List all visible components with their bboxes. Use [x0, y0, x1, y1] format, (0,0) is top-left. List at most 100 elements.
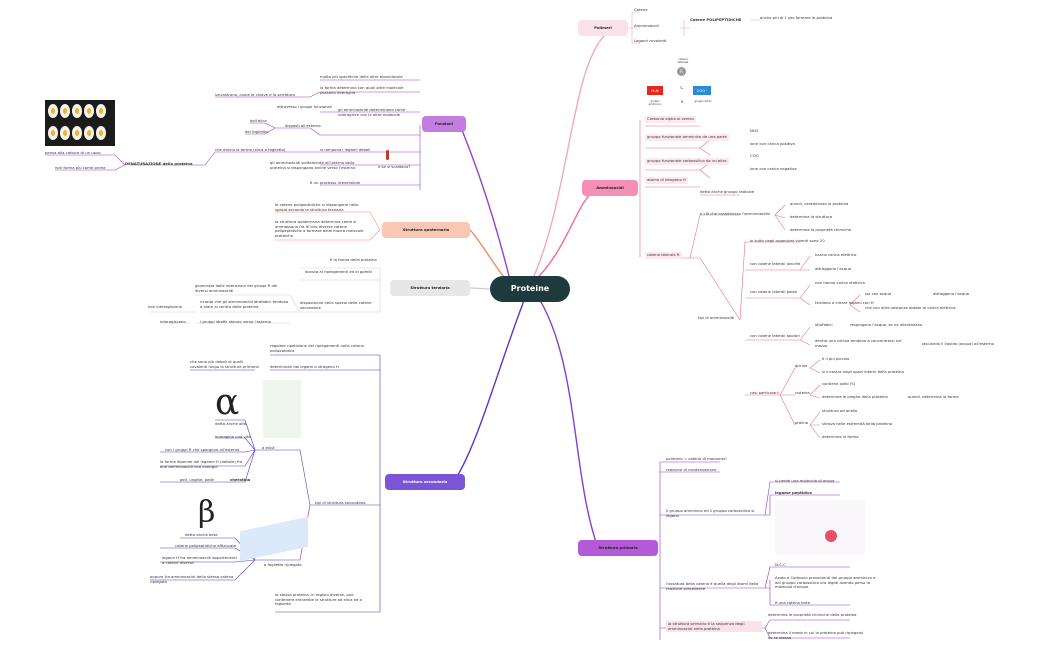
- prim-peptidico[interactable]: legame peptidico: [775, 491, 813, 495]
- sec-affiancate[interactable]: catene polipeptidiche affiancate: [175, 544, 237, 548]
- aa-ci2[interactable]: determina le pieghe della proteina: [822, 395, 888, 399]
- sec-deboli[interactable]: che sono più deboli di quelli covalenti …: [190, 360, 259, 369]
- branch-terziaria[interactable]: Struttura terziaria: [390, 280, 470, 296]
- sec-vite[interactable]: immagina una vite: [215, 435, 251, 439]
- aa-venti[interactable]: in tutto negli organismi viventi sono 20: [750, 239, 825, 243]
- fun-f13[interactable]: e se si scaldano?: [378, 165, 411, 169]
- sec-regolare[interactable]: regolare ripetizione dei ripiegamenti ne…: [270, 344, 364, 353]
- aa-ci1[interactable]: contiene zolfo (S): [822, 382, 856, 386]
- prim-perde[interactable]: si perde una molecola di acqua: [775, 479, 835, 483]
- aa-nh3-ion[interactable]: ione con carica positiva: [750, 142, 795, 146]
- aa-glicina[interactable]: glicina: [795, 364, 808, 368]
- fun-f8[interactable]: disposti all'esterno: [285, 124, 321, 128]
- sec-foglietto[interactable]: a foglietto ripiegato: [264, 563, 302, 567]
- polimeri-catene-polipeptidiche[interactable]: Catene POLIPEPTIDICHE: [690, 18, 742, 22]
- aa-altre[interactable]: che con altre sostanze dotate di carica …: [865, 306, 956, 310]
- fun-f1[interactable]: molto più specifiche delle altre biomole…: [320, 75, 403, 79]
- aa-ap2b[interactable]: lasciando il liquido (acqua) all'esterno: [922, 342, 994, 346]
- aa-carbonio[interactable]: Carbonio alpha al centro: [645, 116, 696, 123]
- sec-determinati[interactable]: determinati dai legami a idrogeno H: [270, 365, 339, 369]
- polimeri-legami[interactable]: Legami covalenti: [634, 39, 667, 43]
- aa-ap1b[interactable]: respingono l'acqua, se ne allontanano: [850, 323, 923, 327]
- branch-quaternaria[interactable]: Struttura quaternaria: [382, 222, 470, 238]
- fun-denat[interactable]: DENATURAZIONE della proteina: [125, 162, 193, 166]
- polimeri-amminoacidi[interactable]: Amminoacidi: [634, 24, 659, 28]
- branch-funzioni[interactable]: Funzioni: [422, 116, 466, 132]
- sec-sporgono[interactable]: con i gruppi R che sporgono all'esterno: [165, 448, 240, 452]
- aa-ion2[interactable]: attraggono l'acqua: [815, 267, 851, 271]
- aa-cisteina[interactable]: cisteina: [795, 391, 810, 395]
- sec-oppure[interactable]: oppure fra amminoacidi della stessa cate…: [150, 575, 234, 584]
- prim-sequenza[interactable]: la struttura primaria è la sequenza degl…: [666, 621, 762, 633]
- fun-f10[interactable]: si rompono i legami deboli: [320, 148, 371, 152]
- fun-f3[interactable]: sincastrano, come la chiave e la serratu…: [215, 93, 295, 97]
- branch-secondaria[interactable]: Struttura secondaria: [385, 474, 465, 490]
- aa-idrogeno[interactable]: atomo di idrogeno H: [645, 177, 688, 184]
- aa-prolina[interactable]: prolina: [795, 421, 809, 425]
- fun-f5[interactable]: attraverso i gruppi funzionali: [277, 105, 332, 109]
- prim-seq2[interactable]: determina il modo in cui la proteina può…: [768, 631, 864, 640]
- ter-int[interactable]: interagiscono: [160, 320, 186, 324]
- aa-coo[interactable]: COO: [750, 154, 759, 158]
- aa-struttura[interactable]: determina la struttura: [790, 215, 833, 219]
- aa-pr3[interactable]: determina la forma: [822, 435, 859, 439]
- prim-azoto[interactable]: Azoto e Carbonio provenienti dal gruppo …: [775, 576, 876, 590]
- aa-radicale[interactable]: detta anche gruppo radicale: [700, 190, 754, 194]
- sec-alpha-name[interactable]: detta anche alfa: [215, 422, 247, 426]
- aa-ion1[interactable]: hanno carica elettrica: [815, 253, 857, 257]
- prim-forte[interactable]: è una catena forte: [775, 601, 811, 605]
- ter-governata[interactable]: governata dalle interazioni dei gruppi R…: [195, 284, 278, 293]
- aa-nh3[interactable]: NH3: [750, 129, 759, 133]
- prim-seq1[interactable]: determina le proprietà chimiche della pr…: [768, 613, 857, 617]
- aa-pr1[interactable]: struttura ad anello: [822, 409, 858, 413]
- aa-ap1[interactable]: idrofobici: [815, 323, 833, 327]
- ter-forma[interactable]: è la forma della proteina: [330, 258, 377, 262]
- sec-cheratina[interactable]: cheratina: [230, 478, 251, 482]
- branch-amminoacidi[interactable]: Amminoacidi: [582, 180, 638, 196]
- aa-pol2[interactable]: tendono a creare legami con H: [815, 301, 874, 305]
- fun-f6[interactable]: dell'elica: [250, 119, 267, 123]
- aa-casi[interactable]: casi particolari:: [750, 391, 780, 395]
- prim-ossatura[interactable]: l'ossatura della catena è quella degli a…: [666, 582, 759, 591]
- prim-ncc[interactable]: N-C-C: [775, 563, 786, 567]
- sec-elica[interactable]: a elica: [262, 446, 275, 450]
- sec-stessa[interactable]: la stessa proteina, in regioni diverse, …: [275, 593, 362, 607]
- fun-f2[interactable]: la forma determina con quali altre molec…: [320, 86, 404, 95]
- fun-f12[interactable]: è un processo irreversibile: [310, 181, 361, 185]
- aa-quindi[interactable]: quindi, caratterizza la proteina: [790, 202, 849, 206]
- aa-tipi[interactable]: tipi di amminoacidi: [698, 316, 735, 320]
- fun-pensa[interactable]: pensa alla cottura di un uovo: [45, 151, 101, 155]
- quat-q2[interactable]: la struttura quaternaria determina come …: [275, 220, 364, 239]
- ter-disposizione[interactable]: disposizione nello spazio delle catene s…: [300, 301, 372, 310]
- aa-pr2[interactable]: sitrova nelle estremità della proteina: [822, 422, 893, 426]
- aa-coo-ion[interactable]: ione con carica negativa: [750, 167, 797, 171]
- branch-polimeri[interactable]: Polimeri: [578, 20, 628, 36]
- aa-ionici[interactable]: con catene laterali ionicfie: [750, 262, 801, 266]
- ter-idrofili[interactable]: i gruppi idrofili stanno verso l'esterno: [200, 320, 271, 324]
- aa-apolari[interactable]: con catene laterali apolari: [750, 334, 800, 338]
- ter-dovuta[interactable]: dovuta ai ripiegamenti ed ai gomiti: [305, 270, 372, 274]
- sec-forma[interactable]: la forma dipende dal legame H (debole) f…: [160, 460, 243, 469]
- fun-f9[interactable]: che danno la forma (elica o foglietto): [215, 148, 286, 152]
- fun-f4[interactable]: gli amminoacidi determinano come interag…: [338, 108, 406, 117]
- prim-gruppo[interactable]: il gruppo amminico ed il gruppo carbossi…: [666, 509, 755, 518]
- aa-ci3[interactable]: quindi, determina la forma: [908, 395, 959, 399]
- aa-ap2[interactable]: dentro una cellula tendono a concentrars…: [815, 339, 902, 348]
- aa-catena[interactable]: catena laterale R: [645, 252, 682, 259]
- sec-tipi[interactable]: tipi di struttura secondaria: [315, 501, 366, 505]
- aa-gl1[interactable]: è il più piccolo: [822, 357, 850, 361]
- quat-q1[interactable]: le catene polipeptidiche si dispongono n…: [275, 203, 359, 212]
- sec-legami[interactable]: legami H fra amminoacidi appartenenti a …: [162, 556, 237, 565]
- aa-carbossilico[interactable]: gruppo funzionale carbossilico da un'alt…: [645, 158, 729, 165]
- prim-reazione[interactable]: reazione di condensazione: [666, 468, 717, 472]
- aa-polari[interactable]: con catene laterali polari: [750, 290, 798, 294]
- aa-amminico[interactable]: gruppo funzionale amminico da una parte: [645, 134, 729, 141]
- aa-gl2[interactable]: si incastra negli spazi interni della pr…: [822, 370, 904, 374]
- aa-proprieta[interactable]: determina la proprietà chimiche: [790, 228, 852, 232]
- aa-caratterizza[interactable]: e ciò che caratterizza l'amminoacido: [700, 212, 770, 216]
- aa-acqua[interactable]: sia con acqua: [865, 292, 892, 296]
- prim-polimero[interactable]: polimero = catena di monomeri: [666, 457, 727, 461]
- branch-primaria[interactable]: Struttura primaria: [578, 540, 658, 556]
- sec-peli[interactable]: peli, unghie, pelle: [180, 478, 214, 482]
- ter-non-int[interactable]: non interagiscono: [148, 305, 183, 309]
